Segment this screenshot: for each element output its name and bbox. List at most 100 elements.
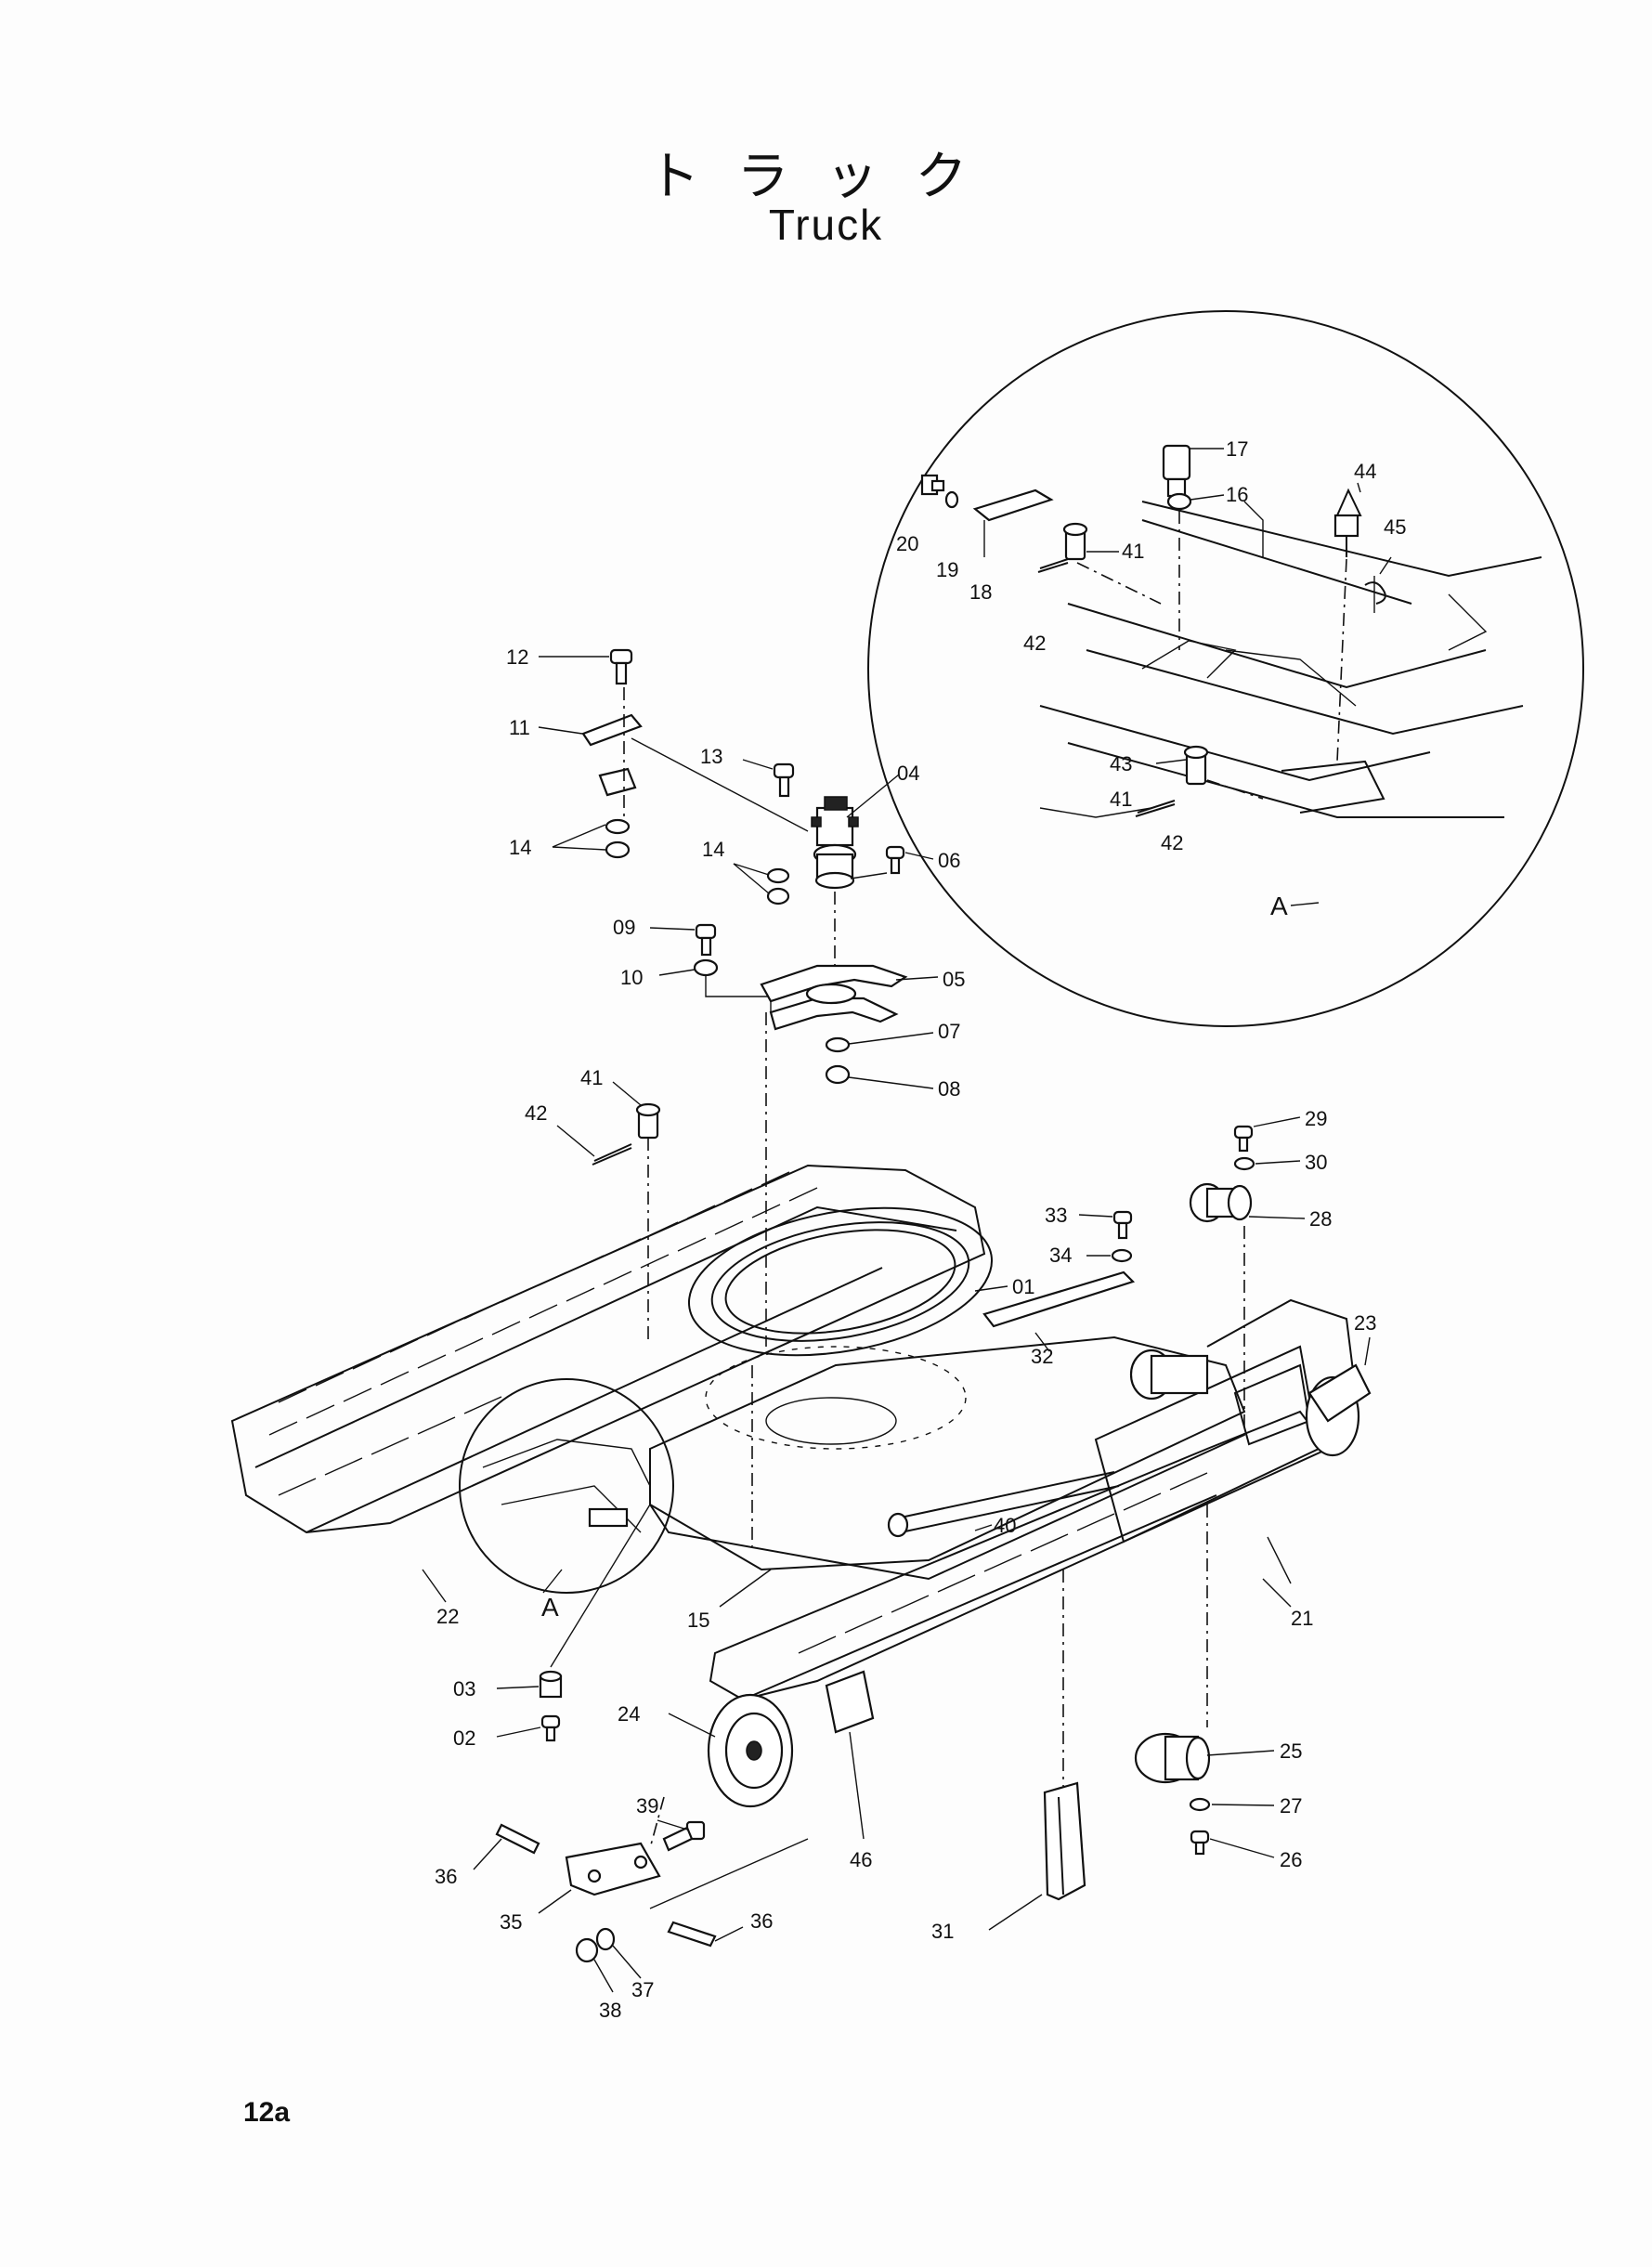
label-23: 23 — [1354, 1311, 1376, 1335]
label-03: 03 — [453, 1677, 475, 1700]
label-20: 20 — [896, 532, 918, 555]
nut-08 — [825, 1064, 851, 1085]
label-15: 15 — [687, 1609, 709, 1632]
label-34: 34 — [1049, 1244, 1072, 1267]
label-02: 02 — [453, 1726, 475, 1750]
label-28: 28 — [1309, 1207, 1332, 1231]
cotter-42-detail-bottom — [1135, 800, 1176, 817]
front-idler-24 — [707, 1693, 794, 1808]
bolt-39 — [662, 1820, 706, 1852]
label-12: 12 — [506, 645, 528, 669]
bolt-06 — [885, 845, 905, 875]
swing-bearing-01 — [687, 1206, 994, 1450]
label-46: 46 — [850, 1848, 872, 1871]
detail-view-a — [867, 310, 1584, 1027]
label-18: 18 — [969, 580, 992, 604]
label-38: 38 — [599, 1999, 621, 2022]
pipe-40 — [887, 1471, 1120, 1538]
callout-contents — [482, 1439, 651, 1533]
bolt-33 — [1112, 1210, 1133, 1240]
label-callout-a: A — [541, 1593, 559, 1622]
track-shoes-right — [798, 1472, 1208, 1654]
label-39: 39 — [636, 1794, 658, 1818]
bolt-09 — [695, 923, 717, 957]
title-english: Truck — [768, 201, 884, 249]
label-42-detail-top: 42 — [1023, 632, 1046, 655]
label-44: 44 — [1354, 460, 1376, 483]
bolt-26 — [1190, 1830, 1210, 1856]
label-29: 29 — [1305, 1107, 1327, 1130]
label-35: 35 — [500, 1910, 522, 1934]
washer-07 — [825, 1036, 851, 1053]
guard-46 — [825, 1670, 875, 1734]
track-link-35 — [565, 1842, 661, 1896]
track-left-22 — [230, 1164, 986, 1534]
label-36-left: 36 — [435, 1865, 457, 1888]
label-45: 45 — [1384, 515, 1406, 539]
carrier-roller-28 — [1189, 1182, 1253, 1223]
upper-roller — [1129, 1348, 1209, 1401]
cotter-42-detail-top — [1037, 558, 1069, 573]
washer-14-center — [766, 867, 790, 884]
label-04: 04 — [897, 762, 919, 785]
washer-16 — [1166, 492, 1192, 511]
label-19: 19 — [936, 558, 958, 581]
label-36-right: 36 — [750, 1909, 773, 1933]
label-40: 40 — [994, 1514, 1016, 1537]
label-26: 26 — [1280, 1848, 1302, 1871]
washer-30 — [1233, 1156, 1255, 1171]
label-10: 10 — [620, 966, 643, 989]
label-13: 13 — [700, 745, 722, 768]
detail-circle — [867, 310, 1584, 1027]
label-33: 33 — [1045, 1204, 1067, 1227]
plate-18 — [972, 489, 1054, 522]
label-09: 09 — [613, 916, 635, 939]
swivel-joint-04 — [811, 796, 859, 890]
clamp-block — [598, 767, 637, 797]
cotter-42-frame — [592, 1143, 632, 1166]
page-number: 12a — [243, 2097, 291, 2128]
detail-callout-circle — [459, 1378, 674, 1594]
label-30: 30 — [1305, 1151, 1327, 1174]
lower-frame — [649, 1298, 1358, 1581]
label-22: 22 — [436, 1605, 459, 1628]
label-07: 07 — [938, 1020, 960, 1043]
washer-37 — [595, 1927, 616, 1951]
label-31: 31 — [931, 1920, 954, 1943]
idler-23 — [1305, 1363, 1372, 1457]
clip-45 — [1364, 581, 1386, 605]
label-41-detail-top: 41 — [1122, 540, 1144, 563]
washer-19 — [944, 490, 959, 509]
label-08: 08 — [938, 1077, 960, 1101]
label-14-center: 14 — [702, 838, 724, 861]
label-32: 32 — [1031, 1345, 1053, 1368]
track-right — [709, 1410, 1330, 1701]
guard-32 — [982, 1270, 1136, 1328]
track-guard-31 — [1043, 1781, 1086, 1901]
label-14-left: 14 — [509, 836, 531, 859]
label-43: 43 — [1110, 752, 1132, 775]
label-37: 37 — [631, 1978, 654, 2001]
washer-27 — [1189, 1797, 1211, 1812]
bolt-17 — [1162, 444, 1191, 498]
lock-pin-44 — [1333, 488, 1362, 557]
label-25: 25 — [1280, 1739, 1302, 1763]
title-japanese: トラック — [647, 147, 1005, 207]
label-42-frame: 42 — [525, 1101, 547, 1125]
label-27: 27 — [1280, 1794, 1302, 1818]
undercarriage-main — [230, 1012, 1372, 1993]
label-01: 01 — [1012, 1275, 1034, 1298]
washer-34 — [1111, 1248, 1133, 1263]
bolt-12 — [609, 648, 633, 685]
mounting-bracket-05 — [760, 964, 908, 1031]
bolt-29 — [1233, 1125, 1254, 1153]
pin-36-left — [495, 1823, 540, 1855]
bolt-02 — [540, 1714, 561, 1742]
track-roller-25 — [1134, 1732, 1211, 1784]
top-exploded-assembly — [538, 648, 939, 1089]
spacer-03 — [539, 1670, 563, 1699]
part-number-labels: 17 16 44 45 20 19 18 41 42 43 41 42 A 12… — [435, 437, 1406, 2022]
washer-14-left — [605, 818, 631, 835]
